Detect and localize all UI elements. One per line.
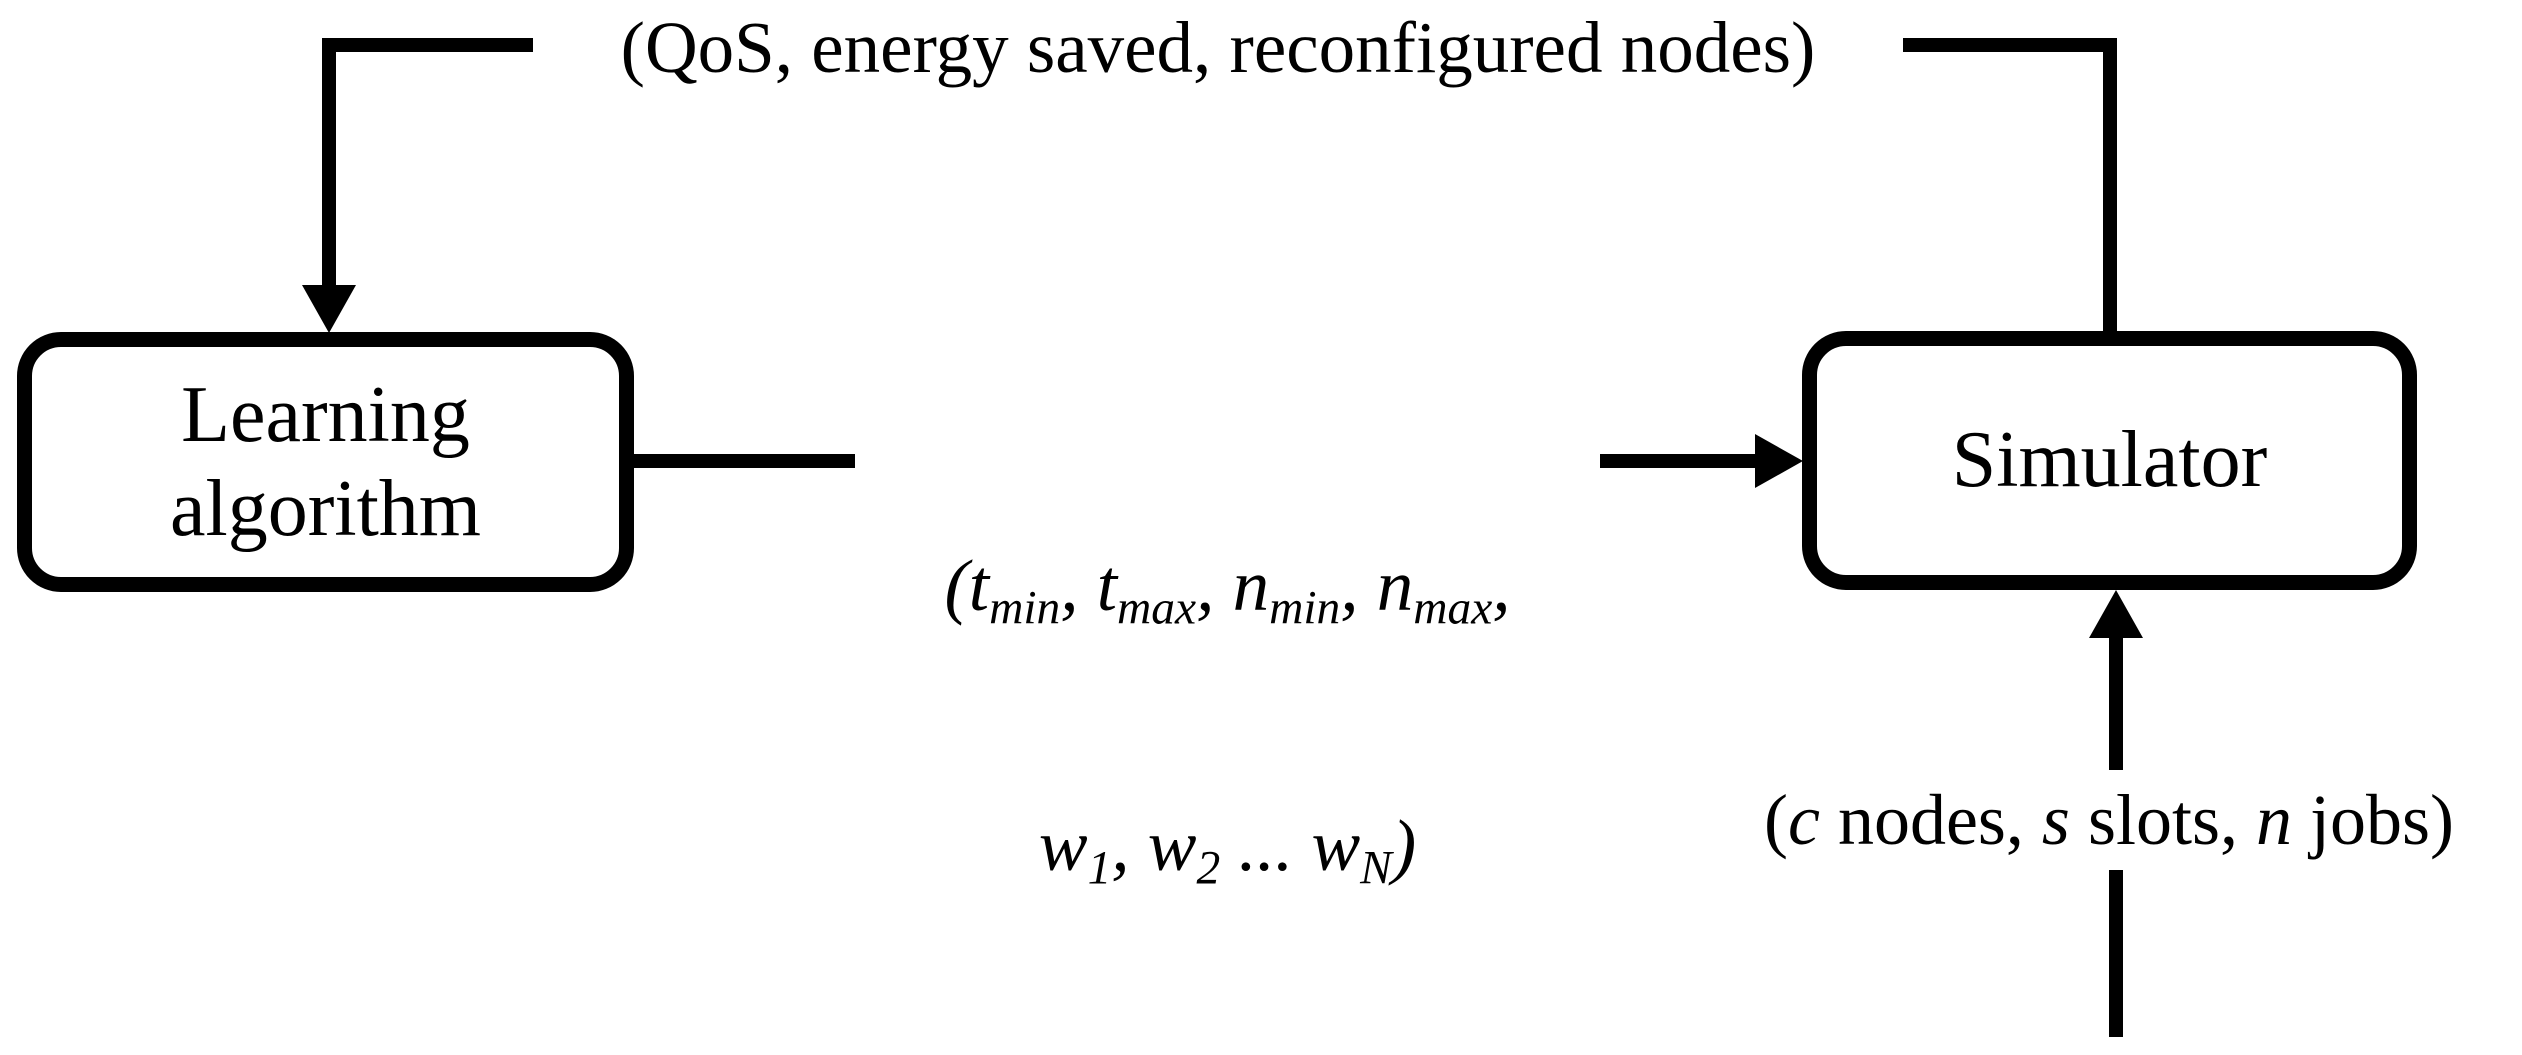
input-label: (c nodes, s slots, n jobs)	[1684, 770, 2522, 870]
arrowhead-right-icon	[1755, 434, 1803, 488]
label-segment: ...	[1220, 805, 1312, 886]
label-segment: max	[1117, 582, 1197, 635]
label-segment: n	[2256, 780, 2292, 860]
label-segment: N	[1360, 842, 1392, 895]
feedback-label: (QoS, energy saved, reconfigured nodes)	[533, 0, 1903, 95]
label-segment: t	[968, 545, 990, 626]
label-segment: c	[1787, 780, 1820, 860]
label-segment: nodes,	[1819, 780, 2042, 860]
label-segment: ,	[1492, 545, 1511, 626]
label-segment: jobs)	[2292, 780, 2454, 860]
feedback-line-left	[322, 38, 336, 288]
label-segment: min	[989, 582, 1061, 635]
params-label: (tmin, tmax, nmin, nmax, w1, w2 ... wN)	[855, 372, 1600, 1055]
label-segment: 1	[1087, 842, 1112, 895]
label-segment: n	[1376, 545, 1414, 626]
label-segment: slots,	[2069, 780, 2256, 860]
label-segment: 2	[1196, 842, 1221, 895]
label-segment: s	[2041, 780, 2070, 860]
simulator-label: Simulator	[1951, 416, 2268, 505]
label-segment: w	[1147, 805, 1197, 886]
params-label-line1: (tmin, tmax, nmin, nmax,	[855, 540, 1600, 635]
learning-algorithm-box: Learning algorithm	[17, 332, 634, 592]
label-segment: w	[1038, 805, 1088, 886]
label-segment: ,	[1340, 545, 1377, 626]
label-segment: ,	[1111, 805, 1148, 886]
label-segment: ,	[1196, 545, 1233, 626]
label-segment: )	[1391, 805, 1417, 886]
arrowhead-down-icon	[302, 285, 356, 333]
label-segment: (	[1763, 780, 1788, 860]
feedback-line-right	[2103, 38, 2117, 331]
label-segment: (	[944, 545, 969, 626]
label-segment: min	[1269, 582, 1341, 635]
label-segment: max	[1413, 582, 1493, 635]
params-label-line2: w1, w2 ... wN)	[855, 800, 1600, 895]
learning-algorithm-label: Learning algorithm	[169, 370, 482, 553]
label-segment: t	[1096, 545, 1118, 626]
simulator-box: Simulator	[1802, 331, 2417, 590]
label-segment: n	[1232, 545, 1270, 626]
label-segment: ,	[1060, 545, 1097, 626]
label-segment: w	[1311, 805, 1361, 886]
arrowhead-up-icon	[2089, 590, 2143, 638]
